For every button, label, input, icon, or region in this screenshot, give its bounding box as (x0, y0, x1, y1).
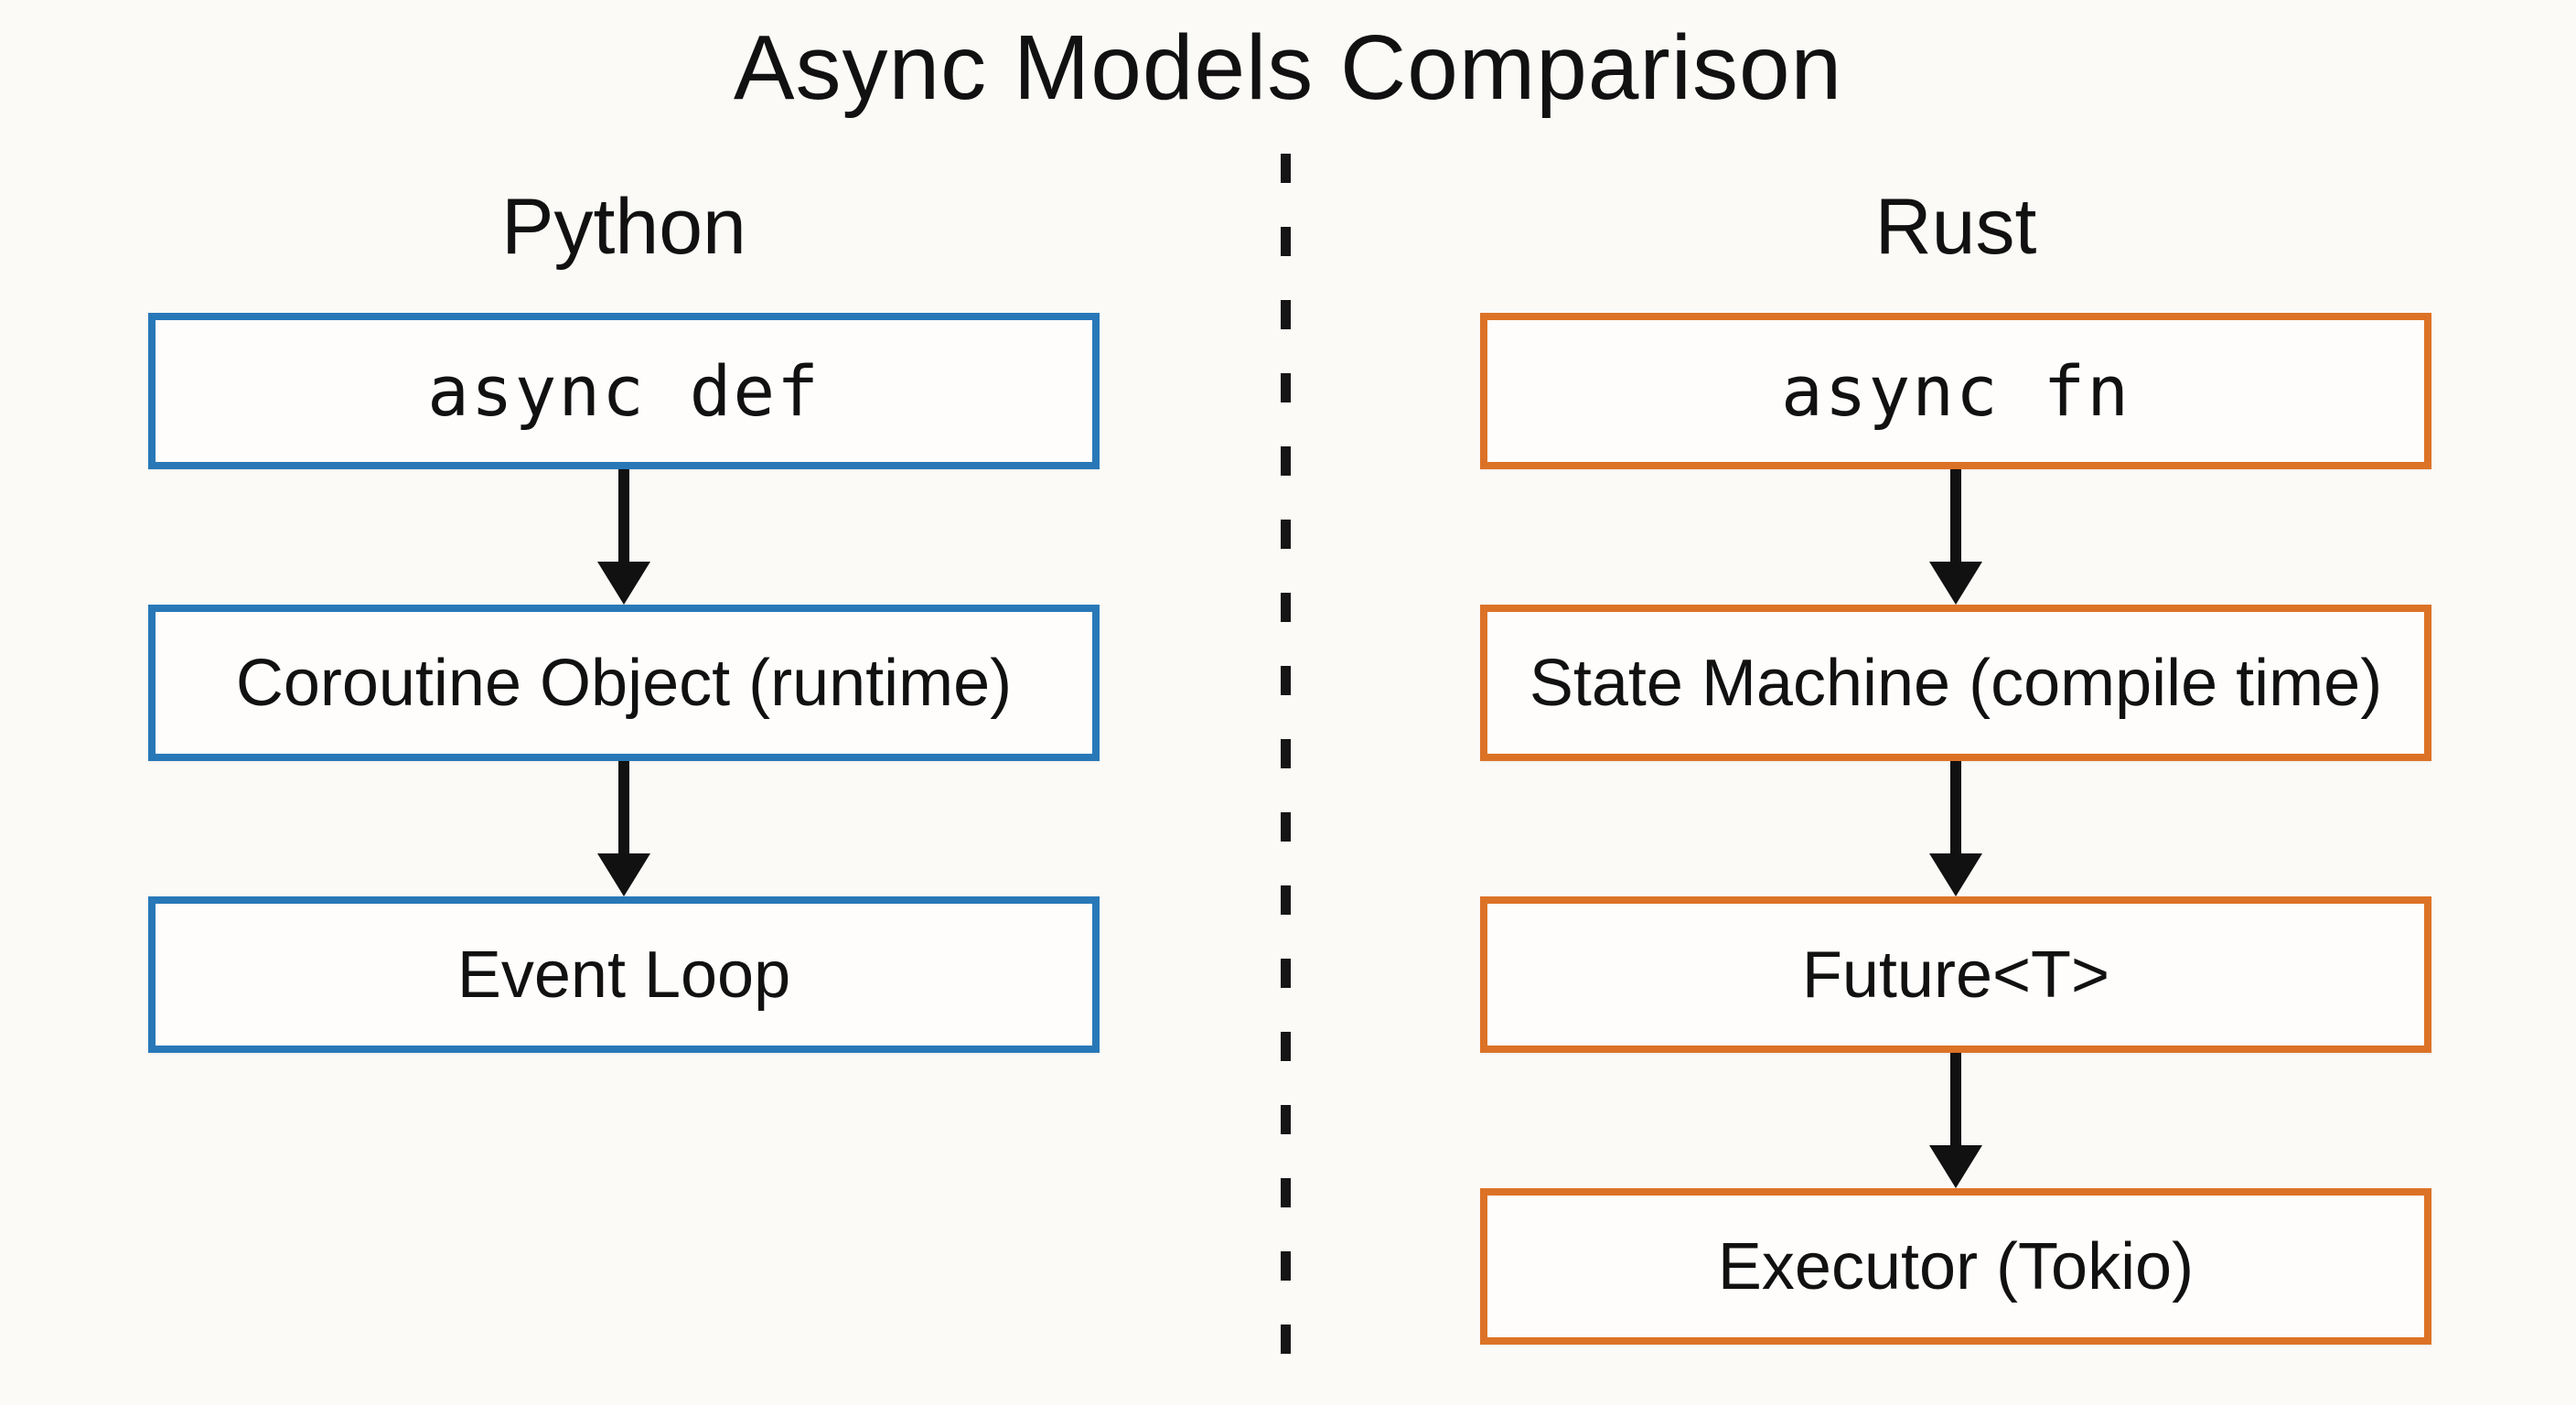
arrow-head (1929, 562, 1982, 605)
arrow-shaft (618, 761, 629, 858)
node-python-async-def: async def (148, 313, 1100, 469)
node-python-event-loop: Event Loop (148, 896, 1100, 1053)
arrow-head (597, 853, 650, 896)
arrow-shaft (1950, 1053, 1961, 1150)
node-rust-future-t: Future<T> (1480, 896, 2431, 1053)
node-label: Event Loop (456, 938, 791, 1012)
arrow-down-icon (148, 761, 1100, 896)
arrow-shaft (1950, 761, 1961, 858)
arrow-head (597, 562, 650, 605)
python-column-heading: Python (501, 183, 746, 271)
diagram-title: Async Models Comparison (733, 16, 1843, 119)
python-column: Python async def Coroutine Object (runti… (148, 178, 1100, 1053)
arrow-head (1929, 853, 1982, 896)
node-label: async def (427, 350, 821, 432)
arrow-head (1929, 1145, 1982, 1188)
arrow-shaft (1950, 469, 1961, 566)
dashed-divider-line (1281, 154, 1291, 1372)
node-label: Coroutine Object (runtime) (235, 646, 1013, 720)
arrow-down-icon (1480, 469, 2431, 605)
node-rust-async-fn: async fn (1480, 313, 2431, 469)
rust-column-heading: Rust (1874, 183, 2037, 271)
node-label: async fn (1780, 350, 2131, 432)
rust-column: Rust async fn State Machine (compile tim… (1480, 178, 2431, 1345)
node-label: Future<T> (1801, 938, 2110, 1012)
arrow-down-icon (1480, 761, 2431, 896)
node-rust-state-machine: State Machine (compile time) (1480, 605, 2431, 761)
arrow-down-icon (1480, 1053, 2431, 1188)
arrow-shaft (618, 469, 629, 566)
node-label: State Machine (compile time) (1529, 646, 2383, 720)
node-rust-executor-tokio: Executor (Tokio) (1480, 1188, 2431, 1345)
arrow-down-icon (148, 469, 1100, 605)
node-label: Executor (Tokio) (1717, 1229, 2195, 1303)
node-python-coroutine-object: Coroutine Object (runtime) (148, 605, 1100, 761)
